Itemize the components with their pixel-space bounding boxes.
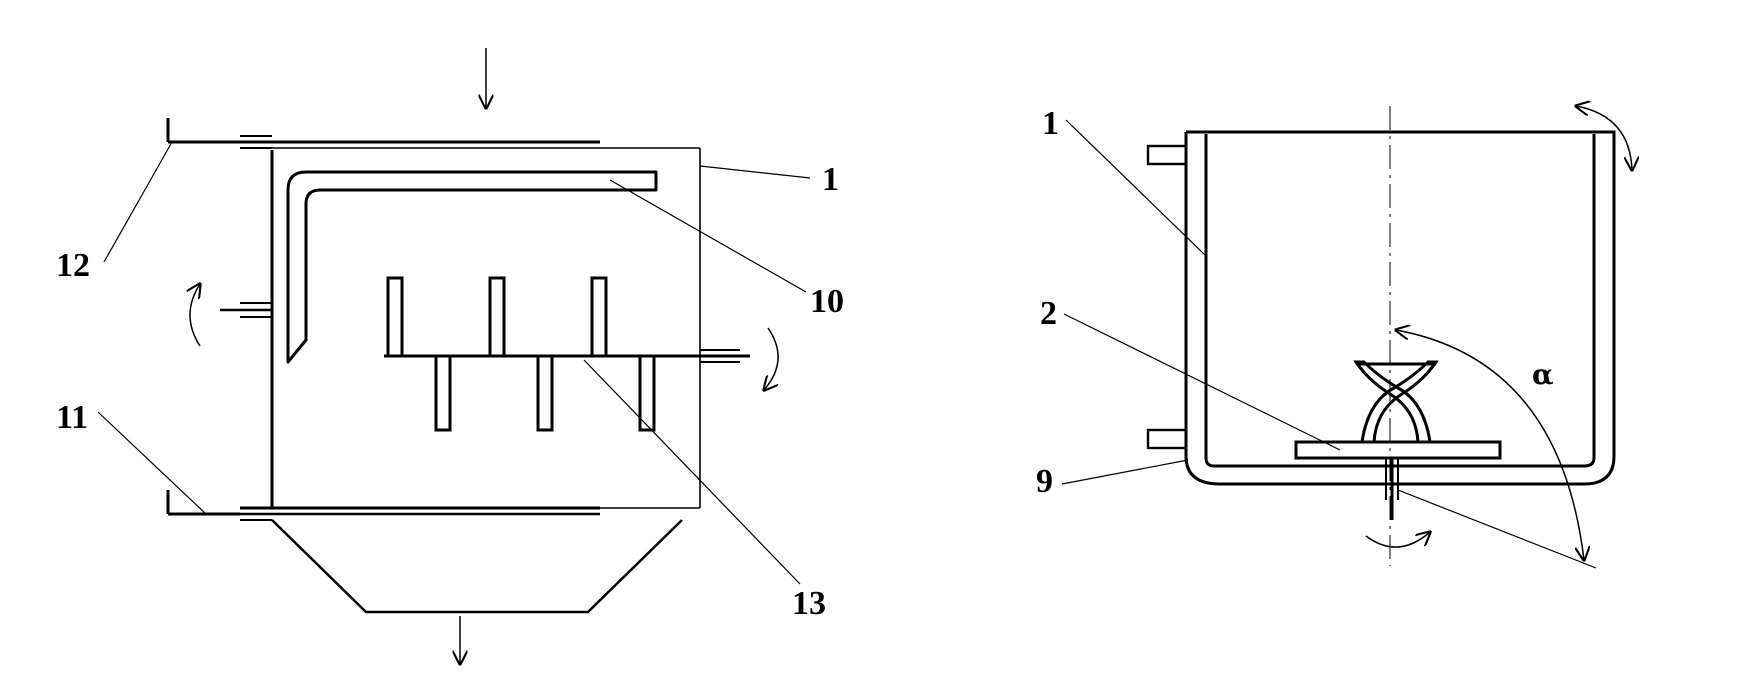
mixer-housing <box>270 147 701 509</box>
left-view: 1 10 12 11 13 <box>56 48 844 664</box>
angle-reference-line <box>1397 489 1597 569</box>
leader-line <box>583 359 801 585</box>
label-upper-flange: 12 <box>56 247 90 284</box>
upper-flange <box>166 118 600 149</box>
mounting-lug <box>1146 144 1188 166</box>
paddle <box>386 276 404 358</box>
leader-line <box>97 411 207 515</box>
tilt-arrow <box>1576 106 1632 170</box>
paddle <box>536 354 554 432</box>
label-housing: 1 <box>822 161 839 198</box>
label-pipe-bend: 10 <box>810 283 844 320</box>
leader-line <box>1065 119 1207 257</box>
outer-jacket <box>1184 130 1616 486</box>
right-view: 1 2 9 α <box>1036 105 1632 569</box>
label-tilt-angle: α <box>1532 358 1554 391</box>
paddle <box>590 276 608 358</box>
leader-line <box>609 179 807 293</box>
leader-line <box>1063 313 1341 451</box>
leader-line <box>699 165 811 179</box>
label-impeller: 2 <box>1040 295 1057 332</box>
paddle <box>488 276 506 358</box>
pipe-bend <box>286 170 658 364</box>
leader-line <box>103 141 173 263</box>
lower-flange <box>166 490 600 521</box>
paddle <box>434 354 452 432</box>
rotation-arrow-right <box>764 327 779 390</box>
mounting-lug <box>1146 428 1188 450</box>
impeller <box>1294 360 1502 520</box>
discharge-hopper <box>271 519 683 614</box>
paddle <box>638 354 656 432</box>
label-jacket: 9 <box>1036 463 1053 500</box>
angle-arc <box>1396 330 1584 560</box>
label-vessel: 1 <box>1042 105 1059 142</box>
label-agitator-shaft: 13 <box>792 585 826 622</box>
rotation-arrow-bottom <box>1365 532 1430 548</box>
label-lower-flange: 11 <box>56 399 88 436</box>
rotation-arrow-left <box>190 284 200 347</box>
agitator-shaft <box>384 276 750 432</box>
leader-line <box>1061 459 1189 485</box>
